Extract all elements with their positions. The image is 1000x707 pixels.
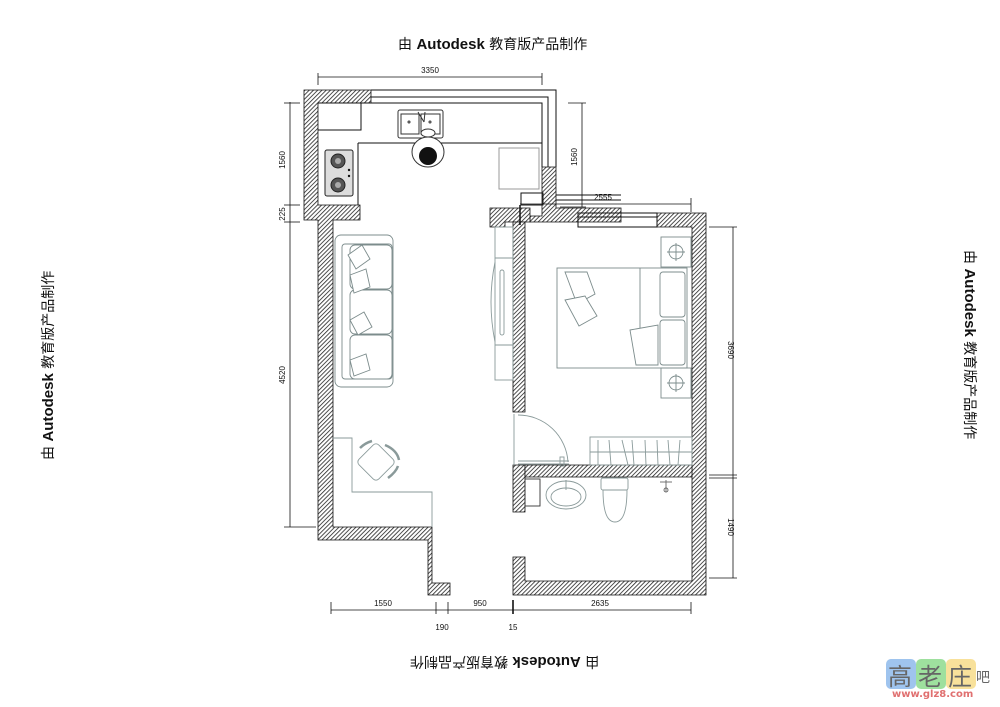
dim-bottom-15: 15 [509, 623, 518, 632]
toilet [600, 477, 629, 523]
logo-suffix: 吧 [976, 670, 990, 686]
dim-bedroom-height: 3690 [726, 341, 735, 359]
walls [303, 89, 707, 596]
dim-bottom-950: 950 [473, 599, 487, 608]
dim-bathroom-height: 1490 [726, 518, 735, 536]
desk-with-chair [333, 437, 433, 527]
bedroom-door [513, 414, 569, 467]
dim-bottom-2635: 2635 [591, 599, 609, 608]
dim-bottom-190: 190 [435, 623, 449, 632]
wardrobe [589, 436, 693, 466]
shower-head [660, 480, 672, 493]
logo-char-1: 高 [888, 663, 912, 691]
bedroom-window [577, 212, 658, 228]
person-figure [411, 128, 445, 168]
dim-kitchen-left: 1560 [278, 151, 287, 169]
bathroom-cabinet [524, 478, 541, 507]
dimension-labels: 3350 1560 225 4520 1560 2555 3690 1490 1… [278, 66, 735, 632]
gas-stove [324, 149, 354, 197]
nightstand-top [660, 236, 692, 268]
dim-kitchen-right: 1560 [570, 148, 579, 166]
dim-gap: 225 [278, 207, 287, 221]
washbasin [545, 480, 587, 510]
dim-living: 4520 [278, 366, 287, 384]
watermark-top: 由 Autodesk 教育版产品制作 [398, 36, 588, 53]
dim-top-width: 3350 [421, 66, 439, 75]
dimension-lines [284, 73, 737, 614]
kitchen-counter [318, 89, 621, 225]
logo-url: www.glz8.com [892, 689, 974, 700]
site-logo: 高 老 庄 吧 www.glz8.com [878, 655, 998, 705]
double-bed [556, 267, 688, 369]
fridge [498, 147, 540, 190]
dim-bottom-1550: 1550 [374, 599, 392, 608]
tv-cabinet [490, 226, 514, 381]
logo-char-3: 庄 [948, 663, 972, 691]
logo-char-2: 老 [918, 663, 942, 691]
nightstand-bottom [660, 367, 692, 399]
dim-bedroom-width: 2555 [594, 193, 612, 202]
kitchen-sink [397, 109, 444, 139]
sofa [334, 234, 394, 388]
